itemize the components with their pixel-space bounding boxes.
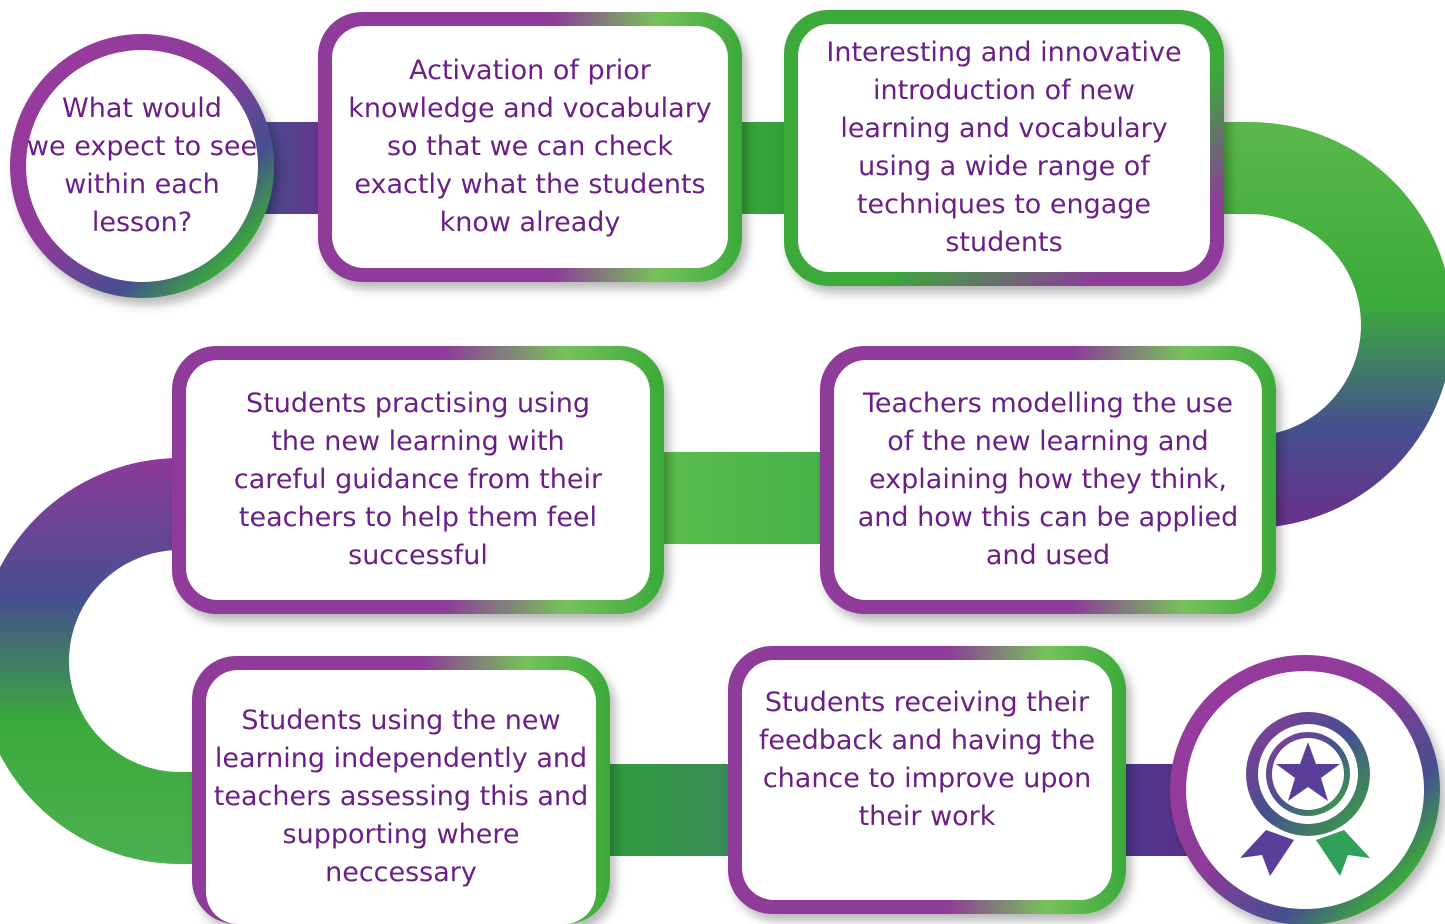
step-4-text: Students practising using the new learni… (233, 388, 603, 571)
start-circle (10, 34, 274, 298)
step-3-text: Teachers modelling the use of the new le… (857, 388, 1239, 571)
step-5-text: Students using the new learning independ… (213, 705, 589, 888)
step-1-text: Activation of prior knowledge and vocabu… (348, 55, 712, 238)
start-question: What would we expect to see within each … (26, 93, 258, 238)
connector-step5-step6 (590, 764, 740, 856)
award-ribbon-icon (1240, 712, 1370, 876)
path-curve-left (0, 458, 220, 864)
connector-step3-step4 (640, 452, 840, 544)
step-6-text: Students receiving their feedback and ha… (758, 687, 1096, 832)
path-curve-right (1200, 122, 1445, 528)
step-2-text: Interesting and innovative introduction … (826, 37, 1182, 258)
